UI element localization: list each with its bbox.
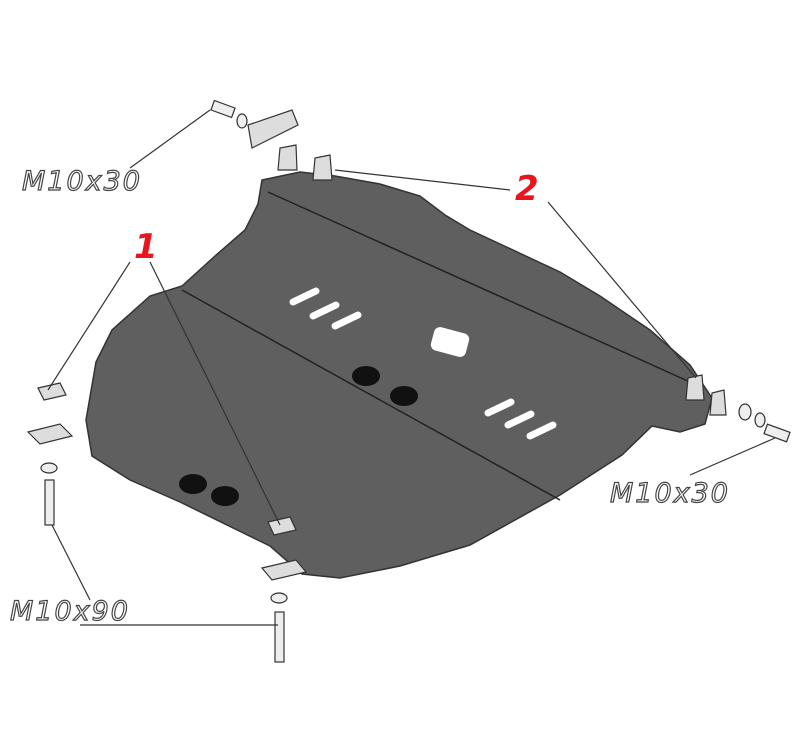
bolt-label-bottom-left: M10x90	[10, 596, 130, 627]
callout-1: 1	[134, 227, 158, 267]
bolt-label-right: M10x30	[610, 478, 730, 509]
skid-plate	[85, 171, 713, 579]
callout-2: 2	[515, 169, 539, 209]
drain-holes	[179, 366, 418, 506]
leader-lines	[47, 109, 776, 626]
bolts	[40, 99, 791, 663]
brackets	[26, 109, 727, 581]
bolt-label-top-left: M10x30	[22, 166, 142, 197]
flange-crease	[267, 191, 691, 383]
vent-slots-lower	[484, 398, 557, 440]
vent-slots-upper	[289, 287, 362, 330]
service-hatch	[430, 327, 470, 357]
center-crease	[181, 289, 561, 501]
